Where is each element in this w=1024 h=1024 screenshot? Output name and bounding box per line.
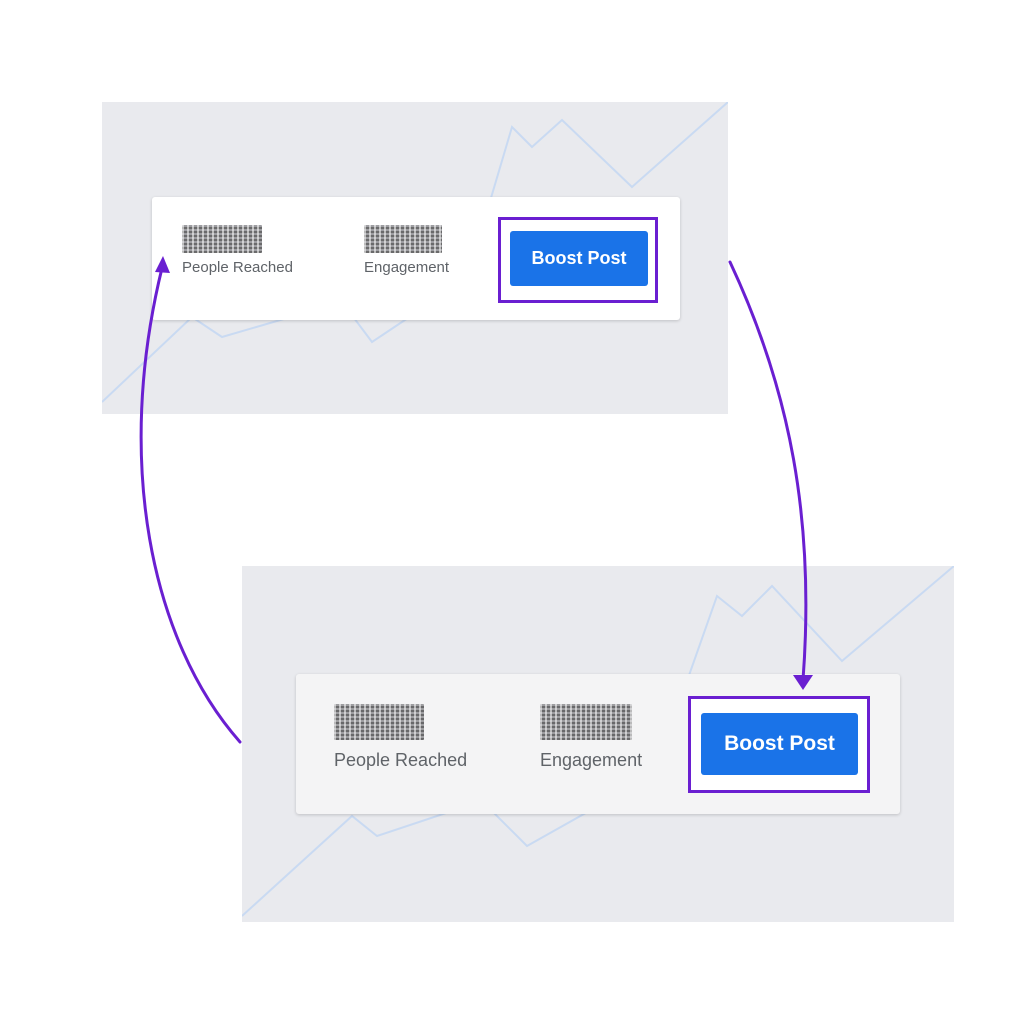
- redacted-value: [540, 704, 632, 740]
- metric-label-people-reached: People Reached: [334, 750, 468, 770]
- boost-button-highlight: Boost Post: [688, 696, 870, 793]
- metric-label-engagement: Engagement: [540, 750, 643, 770]
- top-panel: People Reached Engagement Boost Post: [102, 102, 728, 414]
- boost-post-button[interactable]: Boost Post: [701, 713, 858, 775]
- metric-engagement: Engagement: [540, 704, 642, 771]
- boost-button-highlight: Boost Post: [498, 217, 658, 303]
- metric-label-people-reached: People Reached: [182, 259, 293, 276]
- boost-post-button[interactable]: Boost Post: [510, 231, 648, 286]
- bottom-panel: People Reached Engagement Boost Post: [242, 566, 954, 922]
- redacted-value: [182, 225, 262, 253]
- post-insights-card-top: People Reached Engagement Boost Post: [152, 197, 680, 320]
- redacted-value: [334, 704, 424, 740]
- metric-people-reached: People Reached: [334, 704, 467, 771]
- post-insights-card-bottom: People Reached Engagement Boost Post: [296, 674, 900, 814]
- metric-people-reached: People Reached: [182, 225, 293, 276]
- metric-label-engagement: Engagement: [364, 259, 450, 276]
- metric-engagement: Engagement: [364, 225, 449, 276]
- redacted-value: [364, 225, 442, 253]
